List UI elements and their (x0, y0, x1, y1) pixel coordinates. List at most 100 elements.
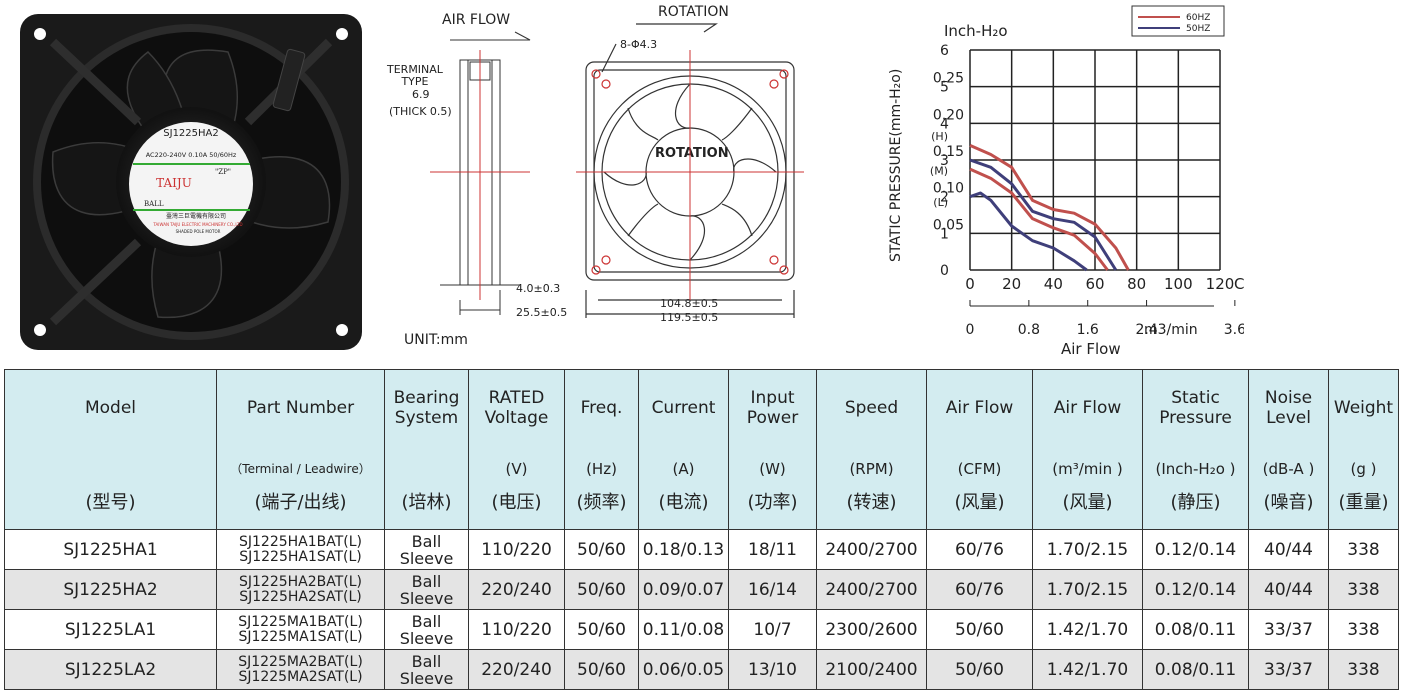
y-tick-label-inch: 0.05 (933, 217, 964, 233)
cell-cfm: 60/76 (926, 529, 1033, 570)
series-line-3 (969, 191, 1088, 272)
header-title: Speed (844, 398, 899, 418)
y-tick-label-inch: 0.20 (933, 107, 964, 123)
part-number-text: SJ1225MA1BAT(L) (238, 613, 363, 630)
header-weight: Weight(g )(重量) (1328, 369, 1399, 530)
cell-power: 18/11 (728, 529, 817, 570)
photo-label-company: 臺灣三巨電機有限公司 (166, 212, 226, 220)
pq-curve-chart: 01234560.050.100.150.200.25(H)(M)(L)Inch… (888, 5, 1244, 358)
terminal-type-label: TERMINAL TYPE (387, 63, 443, 88)
legend-label: 50HZ (1186, 24, 1210, 34)
header-cn: (电流) (658, 492, 709, 513)
y-tick-label-mm: 0 (940, 263, 949, 279)
header-airflow-cfm: Air Flow(CFM)(风量) (926, 369, 1033, 530)
header-cn: (重量) (1338, 492, 1389, 513)
part-number-text: SJ1225MA2BAT(L) (238, 653, 363, 670)
cell-power: 16/14 (728, 569, 817, 610)
bearing-text: Ball (411, 531, 442, 551)
part-number-text: SJ1225MA1SAT(L) (238, 628, 363, 645)
header-title: Model (84, 398, 137, 418)
series-line-2 (969, 158, 1118, 271)
bearing-text: Sleeve (399, 588, 454, 608)
x-tick-label-cfm: 120 (1206, 275, 1235, 293)
header-unit: (g ) (1350, 460, 1377, 478)
header-title: RATED Voltage (484, 388, 549, 428)
y-mark-label: (L) (933, 196, 948, 209)
y-axis-label: STATIC PRESSURE(mm-H₂o) (888, 69, 904, 262)
part-number-text: SJ1225MA2SAT(L) (238, 668, 363, 685)
cell-speed: 2100/2400 (816, 649, 927, 690)
cell-freq: 50/60 (564, 529, 639, 570)
header-current: Current(A)(电流) (638, 369, 729, 530)
y-tick-label-inch: 0.15 (933, 144, 964, 160)
header-title: Bearing System (393, 388, 460, 428)
cell-m3: 1.70/2.15 (1032, 569, 1143, 610)
holes-label: 8-Φ4.3 (620, 38, 658, 51)
cell-speed: 2300/2600 (816, 609, 927, 650)
cell-freq: 50/60 (564, 609, 639, 650)
header-cn: (噪音) (1263, 492, 1314, 513)
x-tick-label-cfm: 60 (1085, 275, 1104, 293)
part-number-text: SJ1225HA1SAT(L) (239, 548, 362, 565)
bearing-text: Ball (411, 651, 442, 671)
x-tick-label-cfm: 80 (1127, 275, 1146, 293)
header-title: Part Number (246, 398, 355, 418)
fan-photo: SJ1225HA2 AC220-240V 0.10A 50/60Hz TAIJU… (20, 14, 362, 350)
header-unit: (dB-A ) (1262, 460, 1315, 478)
x-unit-cfm: CFM (1234, 275, 1244, 293)
bearing-text: Ball (411, 611, 442, 631)
cell-freq: 50/60 (564, 649, 639, 690)
photo-label-rating: AC220-240V 0.10A 50/60Hz (146, 151, 237, 159)
part-number-text: SJ1225HA1BAT(L) (238, 533, 363, 550)
bearing-text: Sleeve (399, 668, 454, 688)
bearing-text: Ball (411, 571, 442, 591)
air-flow-label: AIR FLOW (442, 12, 511, 28)
photo-label-motor: SHADED POLE MOTOR (176, 229, 221, 234)
y-tick-label-mm: 3 (940, 153, 949, 169)
header-part-number: Part Number（Terminal / Leadwire）(端子/出线) (216, 369, 385, 530)
header-airflow-m3: Air Flow(m³/min )(风量) (1032, 369, 1143, 530)
part-number-text: SJ1225HA2SAT(L) (239, 588, 362, 605)
cell-cfm: 50/60 (926, 649, 1033, 690)
header-bearing: Bearing System(培林) (384, 369, 469, 530)
y-tick-label-mm: 4 (940, 116, 949, 132)
cell-model: SJ1225LA1 (4, 609, 217, 650)
y-tick-label-inch: 0.25 (933, 71, 964, 87)
header-pressure: Static Pressure(Inch-H₂o )(静压) (1142, 369, 1249, 530)
cell-weight: 338 (1328, 609, 1399, 650)
cell-voltage: 110/220 (468, 529, 565, 570)
cell-voltage: 110/220 (468, 609, 565, 650)
header-unit: (RPM) (849, 460, 894, 478)
header-unit: (V) (505, 460, 528, 478)
rotation-label-center: ROTATION (655, 146, 729, 161)
cell-voltage: 220/240 (468, 569, 565, 610)
header-cn: (风量) (954, 492, 1005, 513)
cell-weight: 338 (1328, 529, 1399, 570)
dim-4: 4.0±0.3 (516, 282, 561, 295)
cell-current: 0.11/0.08 (638, 609, 729, 650)
cell-noise: 40/44 (1248, 569, 1329, 610)
y-tick-label-mm: 5 (940, 80, 949, 96)
header-unit: (CFM) (957, 460, 1002, 478)
y-mark-label: (H) (931, 130, 948, 143)
y-tick-label-mm: 2 (940, 190, 949, 206)
legend-box (1131, 5, 1225, 37)
cell-pressure: 0.08/0.11 (1142, 609, 1249, 650)
y-tick-label-mm: 6 (940, 43, 949, 59)
cell-cfm: 50/60 (926, 609, 1033, 650)
header-noise: Noise Level(dB-A )(噪音) (1248, 369, 1329, 530)
header-unit: (Inch-H₂o ) (1155, 460, 1236, 478)
table-header-row: Model(型号)Part Number（Terminal / Leadwire… (4, 369, 1399, 530)
spec-table: Model(型号)Part Number（Terminal / Leadwire… (4, 369, 1399, 690)
header-unit: （Terminal / Leadwire） (230, 462, 371, 476)
x-tick-label-cfm: 100 (1164, 275, 1193, 293)
unit-label: UNIT:mm (404, 332, 468, 348)
bearing-text: Sleeve (399, 548, 454, 568)
x-tick-label-m3: 0 (966, 322, 975, 338)
header-cn: (风量) (1062, 492, 1113, 513)
dim-25: 25.5±0.5 (516, 306, 568, 319)
